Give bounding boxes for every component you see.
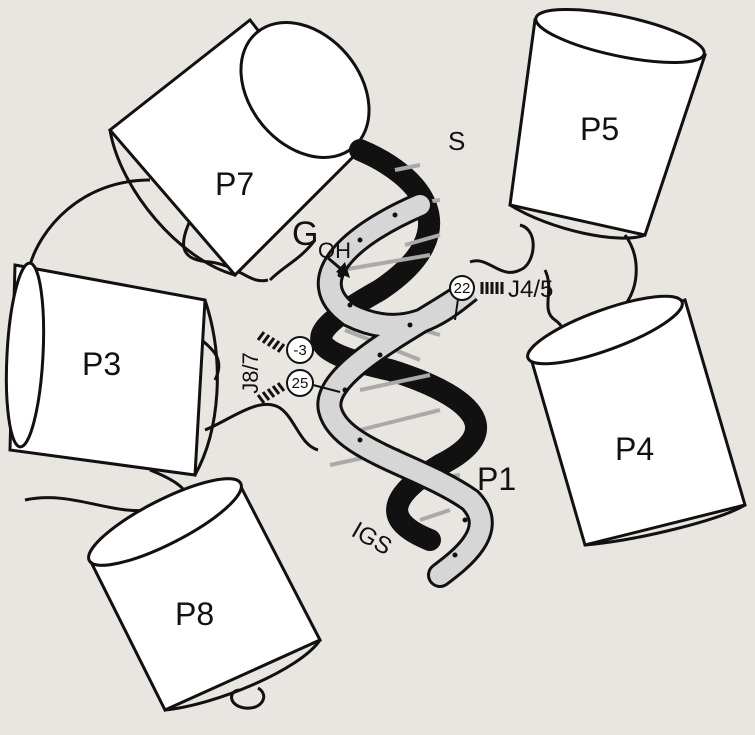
j87-hatch-top <box>258 332 284 352</box>
dot <box>358 238 363 243</box>
linker-p5-p4 <box>625 235 636 305</box>
linker-p8-core <box>205 404 318 450</box>
rung <box>360 410 440 430</box>
g-oh-main: G <box>292 215 318 253</box>
p7-label: P7 <box>215 166 254 202</box>
p4-label: P4 <box>615 431 654 467</box>
s-label: S <box>448 126 465 156</box>
dot <box>463 518 468 523</box>
dot <box>348 303 353 308</box>
cylinder-p5: P5 <box>510 0 708 238</box>
p5-label: P5 <box>580 111 619 147</box>
dot <box>358 438 363 443</box>
dot <box>408 323 413 328</box>
dot <box>343 388 348 393</box>
residue-minus3-label: -3 <box>293 342 306 359</box>
dot <box>378 353 383 358</box>
dot <box>393 213 398 218</box>
helix-p1 <box>321 150 481 575</box>
p8-label: P8 <box>175 596 214 632</box>
j45-label: J4/5 <box>508 276 553 303</box>
rung <box>420 510 450 520</box>
j45-hatch <box>482 282 502 294</box>
residue-25-label: 25 <box>292 375 309 392</box>
p3-label: P3 <box>82 346 121 382</box>
cylinder-p8: P8 <box>79 464 320 710</box>
cylinder-p3: P3 <box>2 262 217 475</box>
dot <box>453 553 458 558</box>
g-oh-sub: OH <box>318 238 351 263</box>
linker-p7-p3 <box>30 180 150 265</box>
residue-22-label: 22 <box>454 280 471 297</box>
j87-label: J8/7 <box>238 352 263 394</box>
linker-p5-j45 <box>470 225 533 272</box>
p1-label: P1 <box>477 461 516 497</box>
cylinder-p4: P4 <box>521 283 745 545</box>
igs-label: IGS <box>347 517 396 561</box>
